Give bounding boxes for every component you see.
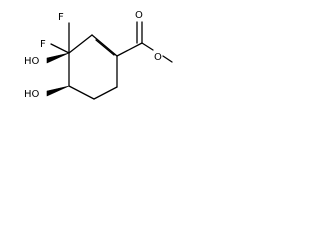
bond-c6-f2 xyxy=(50,43,70,54)
hydroxyl-label-2: HO xyxy=(24,89,40,100)
bond-ester-o-methyl xyxy=(162,55,173,63)
bond-c1-c2 xyxy=(91,34,118,57)
fluorine-label-2: F xyxy=(40,39,46,50)
chemical-structure: F F HO HO O O xyxy=(24,10,173,100)
bond-c2-carbonyl xyxy=(116,42,143,57)
bond-c3-c4 xyxy=(93,86,118,100)
fluorine-label-1: F xyxy=(58,12,64,23)
ester-oxygen-label: O xyxy=(154,52,162,63)
bond-carbonyl-ester-o xyxy=(141,42,154,51)
bond-c1-c2-double xyxy=(95,39,115,56)
wedge-bond-oh2 xyxy=(46,85,70,97)
carbonyl-oxygen-label: O xyxy=(135,10,143,21)
bond-c4-c5 xyxy=(68,85,95,100)
bond-c6-c1 xyxy=(68,34,93,54)
hydroxyl-label-1: HO xyxy=(24,56,40,67)
wedge-bond-oh1 xyxy=(46,52,70,64)
